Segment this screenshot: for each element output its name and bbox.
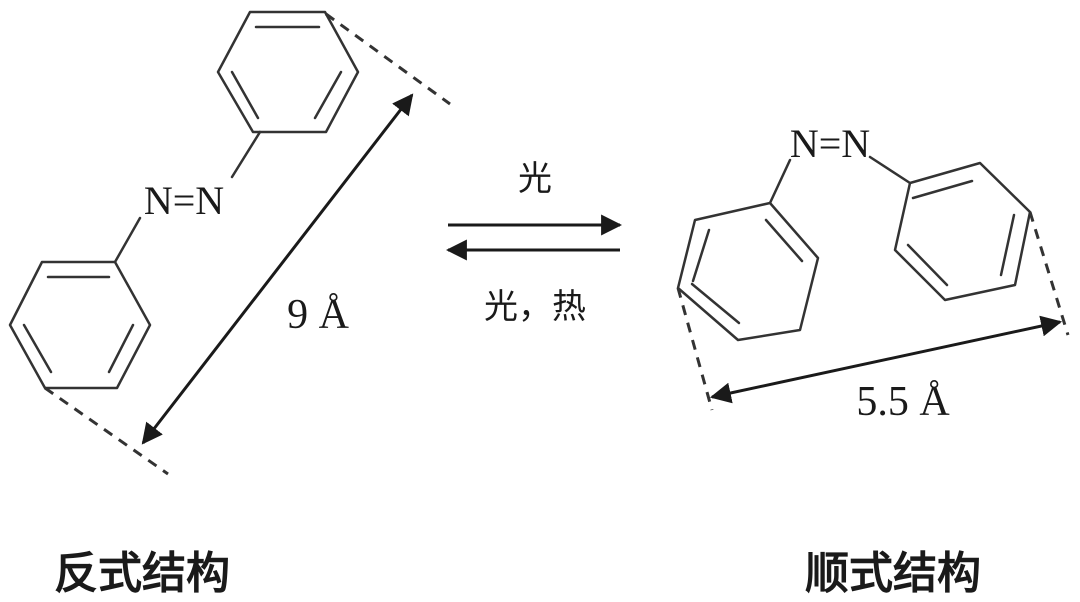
equilibrium-arrows: 光 光，热 bbox=[445, 159, 623, 327]
cis-n-left: N bbox=[790, 121, 819, 166]
forward-condition-label: 光 bbox=[518, 159, 552, 199]
cis-distance-arrow bbox=[709, 315, 1063, 404]
trans-bottom-ring-n-bond bbox=[113, 216, 142, 264]
cis-double-bond: = bbox=[819, 121, 842, 166]
trans-azo-label: N=N bbox=[144, 178, 224, 223]
trans-distance-arrow bbox=[141, 93, 414, 445]
trans-distance-label: 9 Å bbox=[287, 292, 350, 338]
cis-n-right: N bbox=[841, 121, 870, 166]
reverse-condition-label: 光，热 bbox=[484, 287, 586, 327]
cis-left-benzene-ring bbox=[676, 201, 820, 342]
cis-left-ring-n-bond bbox=[768, 158, 792, 205]
trans-bottom-benzene-ring bbox=[8, 260, 152, 390]
trans-top-ring-n-bond bbox=[230, 130, 262, 179]
trans-double-bond: = bbox=[173, 178, 196, 223]
cis-isomer: N=N 5.5 Å bbox=[676, 121, 1070, 425]
cis-azo-label: N=N bbox=[790, 121, 870, 166]
trans-caption: 反式结构 bbox=[54, 548, 230, 599]
trans-bottom-dashed-guide bbox=[44, 386, 169, 476]
cis-right-dashed-guide bbox=[1028, 211, 1070, 336]
cis-distance-label: 5.5 Å bbox=[856, 379, 950, 425]
cis-right-ring-n-bond bbox=[868, 155, 912, 185]
cis-left-dashed-guide bbox=[676, 287, 714, 411]
cis-caption: 顺式结构 bbox=[805, 548, 981, 599]
cis-right-benzene-ring bbox=[893, 161, 1032, 302]
trans-n-left: N bbox=[144, 178, 173, 223]
trans-n-right: N bbox=[195, 178, 224, 223]
trans-top-dashed-guide bbox=[325, 12, 451, 106]
trans-isomer: N=N 9 Å bbox=[8, 10, 451, 476]
trans-top-benzene-ring bbox=[216, 10, 360, 134]
